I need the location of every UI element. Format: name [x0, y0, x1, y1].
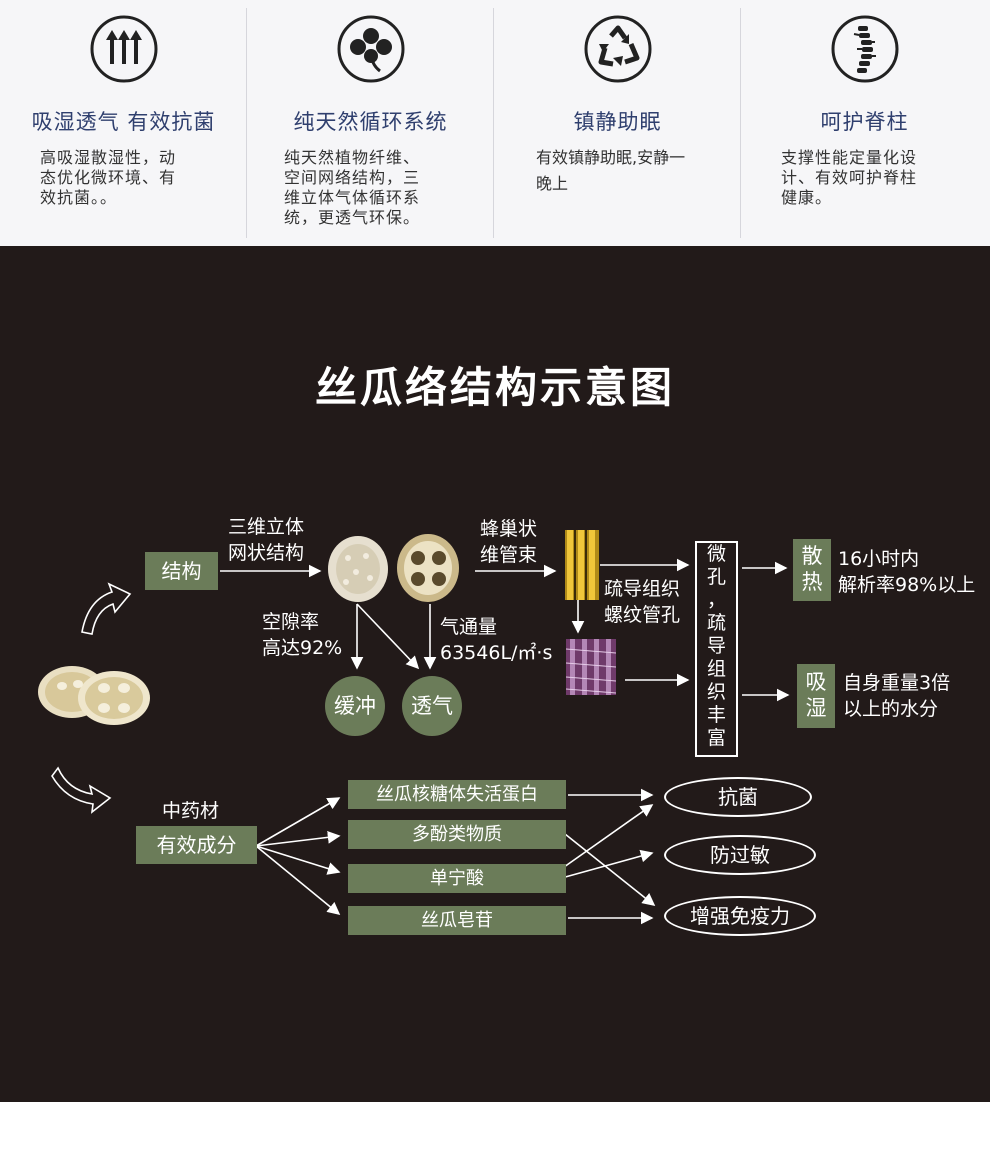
- vascular-label: 疏导组织螺纹管孔: [604, 578, 681, 626]
- feature-sleep: 镇静助眠 有效镇静助眠,安静一晚上: [494, 0, 741, 246]
- divider: [493, 8, 494, 238]
- honeycomb-label: 蜂巢状维管束: [480, 518, 538, 566]
- feature-strip: 吸湿透气 有效抗菌 高吸湿散湿性，动态优化微环境、有效抗菌。。 纯天然循环系统 …: [0, 0, 990, 246]
- ingredients-box: 有效成分: [136, 826, 257, 864]
- feature-title: 镇静助眠: [573, 110, 662, 134]
- heat-desc: 16小时内解析率98%以上: [838, 548, 976, 596]
- feature-desc: 有效镇静助眠,安静一晚上: [536, 148, 686, 193]
- feature-circulation: 纯天然循环系统 纯天然植物纤维、空间网络结构，三维立体气体循环系统，更透气环保。: [247, 0, 494, 246]
- loofah-cross-section-image: [397, 534, 459, 602]
- footer-space: [0, 1102, 990, 1154]
- feature-title: 吸湿透气 有效抗菌: [31, 110, 216, 134]
- spine-icon: [831, 15, 898, 83]
- component-box: 丝瓜核糖体失活蛋白: [348, 780, 566, 809]
- divider: [246, 8, 247, 238]
- component-box: 丝瓜皂苷: [348, 906, 566, 935]
- absorb-desc: 自身重量3倍以上的水分: [843, 672, 951, 720]
- divider: [740, 8, 741, 238]
- feature-desc: 支撑性能定量化设计、有效呵护脊柱健康。: [781, 148, 918, 207]
- structure-box: 结构: [145, 552, 218, 590]
- component-box: 单宁酸: [348, 864, 566, 893]
- herb-label: 中药材: [162, 800, 220, 822]
- feature-desc: 高吸湿散湿性，动态优化微环境、有效抗菌。。: [40, 148, 177, 207]
- recycle-icon: [584, 15, 651, 83]
- clover-icon: [337, 15, 404, 83]
- three-d-label: 三维立体网状结构: [228, 516, 305, 564]
- feature-title: 纯天然循环系统: [293, 110, 448, 134]
- loofah-texture-image: [328, 536, 388, 602]
- effect-oval: 抗菌: [664, 777, 812, 817]
- diagram-title: 丝瓜络结构示意图: [314, 363, 675, 412]
- absorb-box: 吸湿: [797, 664, 835, 728]
- effect-oval: 增强免疫力: [664, 896, 816, 936]
- arrows-up-icon: [90, 15, 157, 83]
- spiral-vessel-image: [566, 639, 616, 695]
- feature-spine: 呵护脊柱 支撑性能定量化设计、有效呵护脊柱健康。: [741, 0, 988, 246]
- feature-desc: 纯天然植物纤维、空间网络结构，三维立体气体循环系统，更透气环保。: [284, 148, 421, 227]
- vascular-bundle-image: [565, 530, 599, 600]
- component-box: 多酚类物质: [348, 820, 566, 849]
- micropore-box: 微孔， 疏导组 织丰富: [695, 541, 738, 757]
- effect-oval: 防过敏: [664, 835, 816, 875]
- heat-box: 散热: [793, 539, 831, 601]
- porosity-label: 空隙率高达92%: [262, 611, 343, 659]
- breathable-circle: 透气: [402, 676, 462, 736]
- loofah-slices-image: [38, 666, 150, 725]
- feature-moisture: 吸湿透气 有效抗菌 高吸湿散湿性，动态优化微环境、有效抗菌。。: [0, 0, 247, 246]
- buffer-circle: 缓冲: [325, 676, 385, 736]
- feature-title: 呵护脊柱: [820, 110, 909, 134]
